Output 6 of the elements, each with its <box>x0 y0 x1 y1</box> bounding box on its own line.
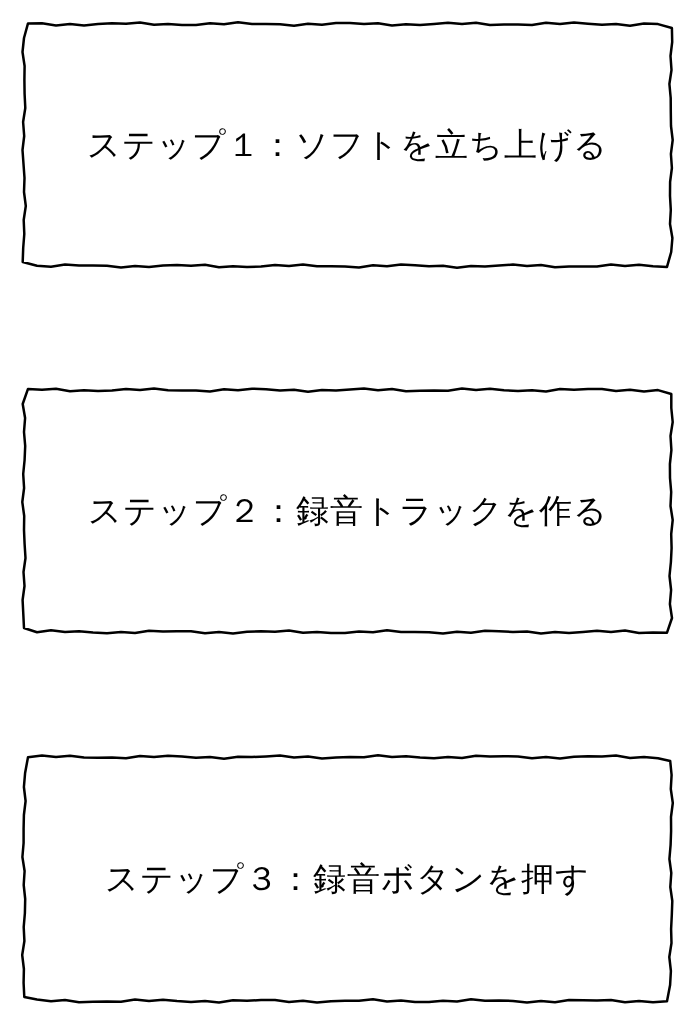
step-label: ステップ１：ソフトを立ち上げる <box>87 123 608 166</box>
process-box <box>22 22 673 268</box>
step-label: ステップ２：録音トラックを作る <box>87 489 608 532</box>
process-box <box>22 755 673 1003</box>
process-box <box>22 388 673 634</box>
step-label: ステップ３：録音ボタンを押す <box>105 857 590 900</box>
